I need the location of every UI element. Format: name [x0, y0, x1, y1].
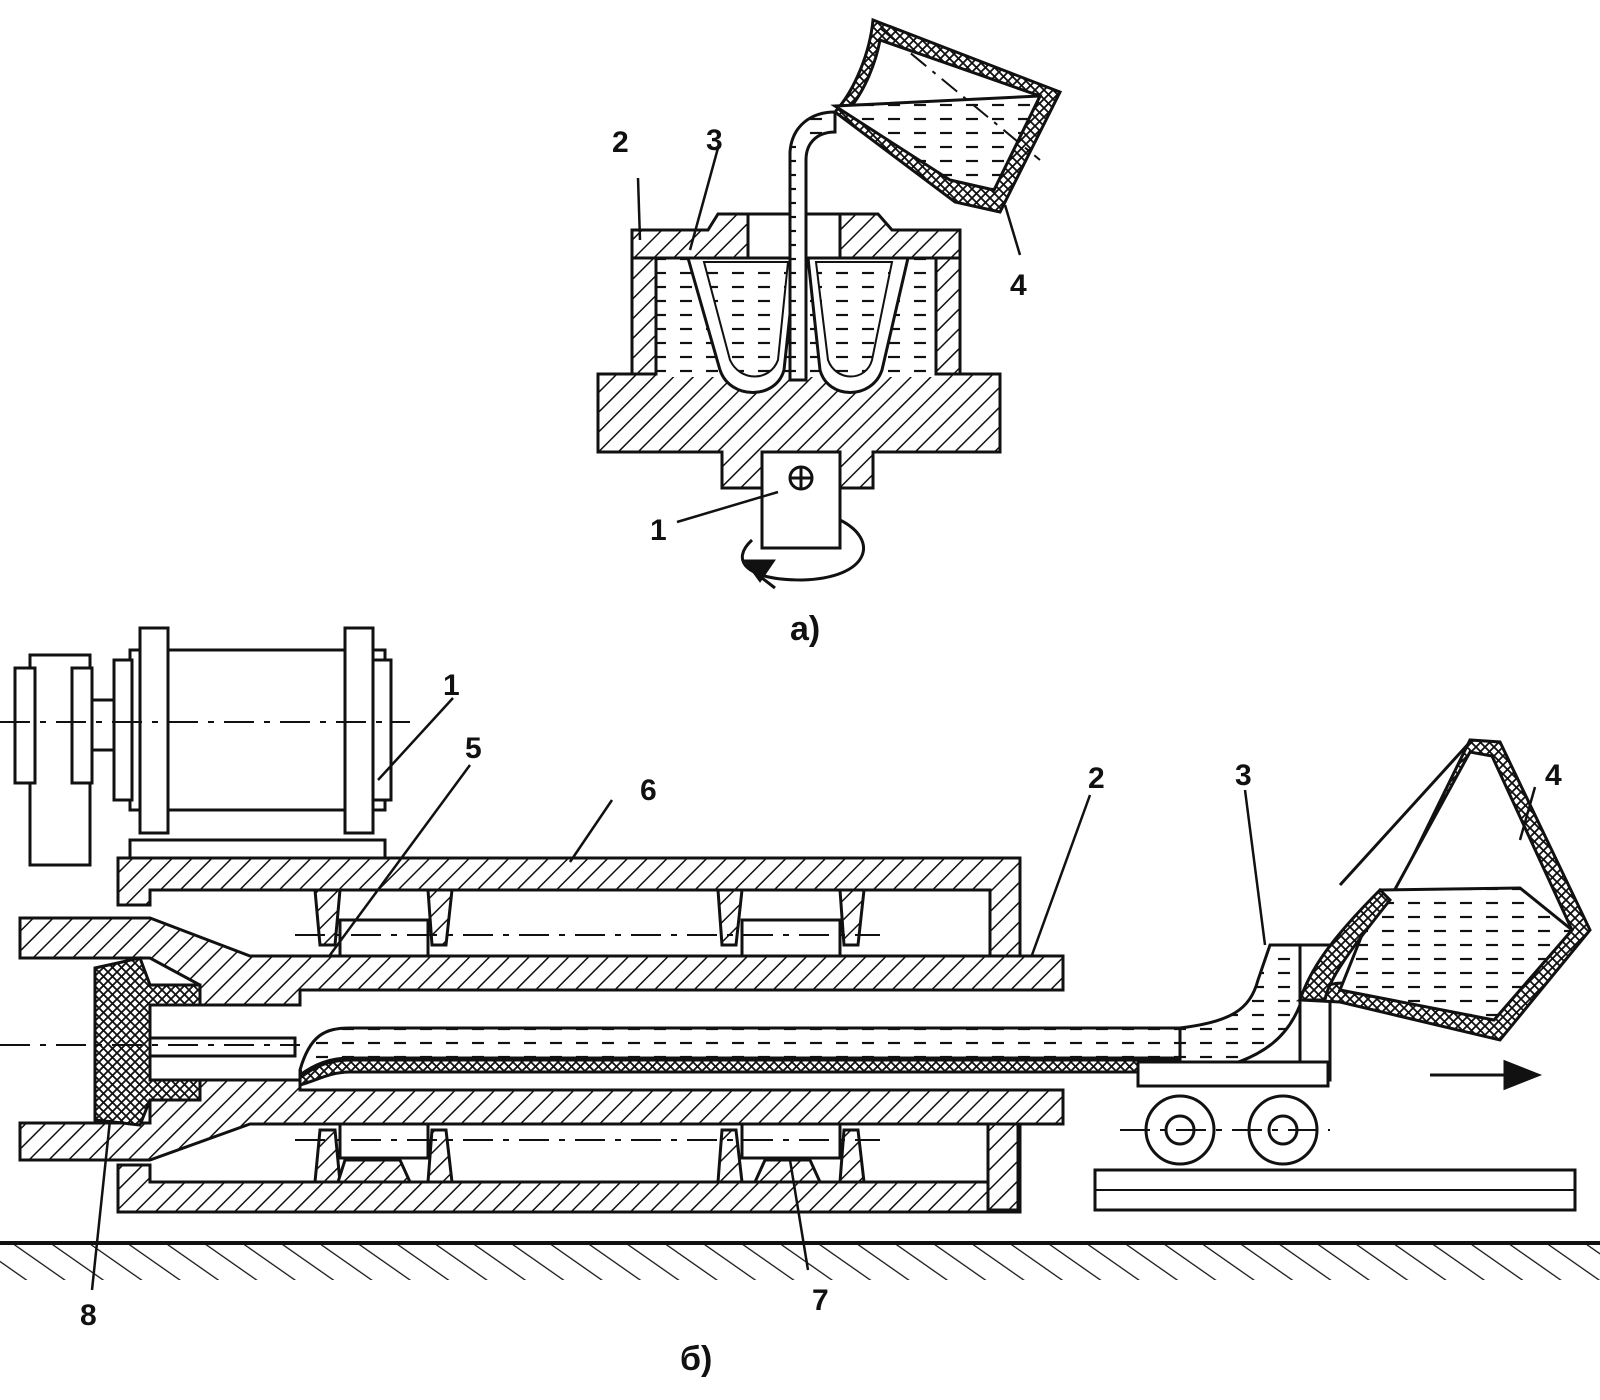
- label-b-4: 4: [1545, 759, 1562, 792]
- bearing-supports-bottom: [313, 1128, 866, 1184]
- figure-a-labels: 2 3 4 1 а): [612, 124, 1027, 648]
- label-b-5: 5: [465, 732, 482, 765]
- pouring-stream: [788, 110, 837, 382]
- label-b-2: 2: [1088, 762, 1105, 795]
- electric-motor: [112, 626, 393, 860]
- figure-b-labels: 1 5 6 2 3 4 8 7 б): [80, 669, 1562, 1378]
- mould-right-wall: [934, 256, 962, 376]
- label-b-8: 8: [80, 1299, 97, 1332]
- machine-casing-top: [116, 856, 1022, 962]
- mould-base-plate: [596, 372, 1002, 490]
- caption-a: а): [790, 610, 820, 648]
- spindle-shaft: [760, 450, 842, 550]
- ground-floor: [0, 1243, 1600, 1280]
- end-flange: [93, 956, 202, 1127]
- rotating-mould-lower: [18, 1078, 1065, 1162]
- drive-pulley: [13, 666, 37, 785]
- rotating-mould-upper: [18, 916, 1065, 1007]
- ladle-axis: [879, 27, 1041, 161]
- label-a-1: 1: [650, 514, 667, 547]
- label-a-2: 2: [612, 126, 629, 159]
- casting-inner: [702, 261, 894, 378]
- mould-left-wall: [630, 256, 658, 376]
- label-a-3: 3: [706, 124, 723, 157]
- mould-cover-right: [838, 212, 962, 260]
- carriage-frame: [1136, 1060, 1330, 1088]
- figure-a: [596, 17, 1063, 590]
- support-rollers-top: [338, 918, 842, 958]
- label-b-3: 3: [1235, 759, 1252, 792]
- machine-casing-bottom: [116, 1113, 1022, 1214]
- label-b-7: 7: [812, 1284, 829, 1317]
- mould-cover-left: [630, 212, 750, 260]
- bearing-supports-top: [313, 888, 866, 947]
- figure-b: [0, 626, 1600, 1291]
- rotation-arrow: [740, 518, 865, 582]
- ladle-metal: [830, 94, 1043, 192]
- label-b-1: 1: [443, 669, 460, 702]
- ladle-b-pour-lip: [1297, 887, 1393, 1002]
- caption-b: б): [680, 1340, 712, 1378]
- ladle-b-metal: [1337, 886, 1575, 1022]
- label-b-6: 6: [640, 774, 657, 807]
- pipe-wall: [298, 1058, 1182, 1087]
- label-a-4: 4: [1010, 269, 1027, 302]
- travel-arrowhead: [1503, 1059, 1543, 1091]
